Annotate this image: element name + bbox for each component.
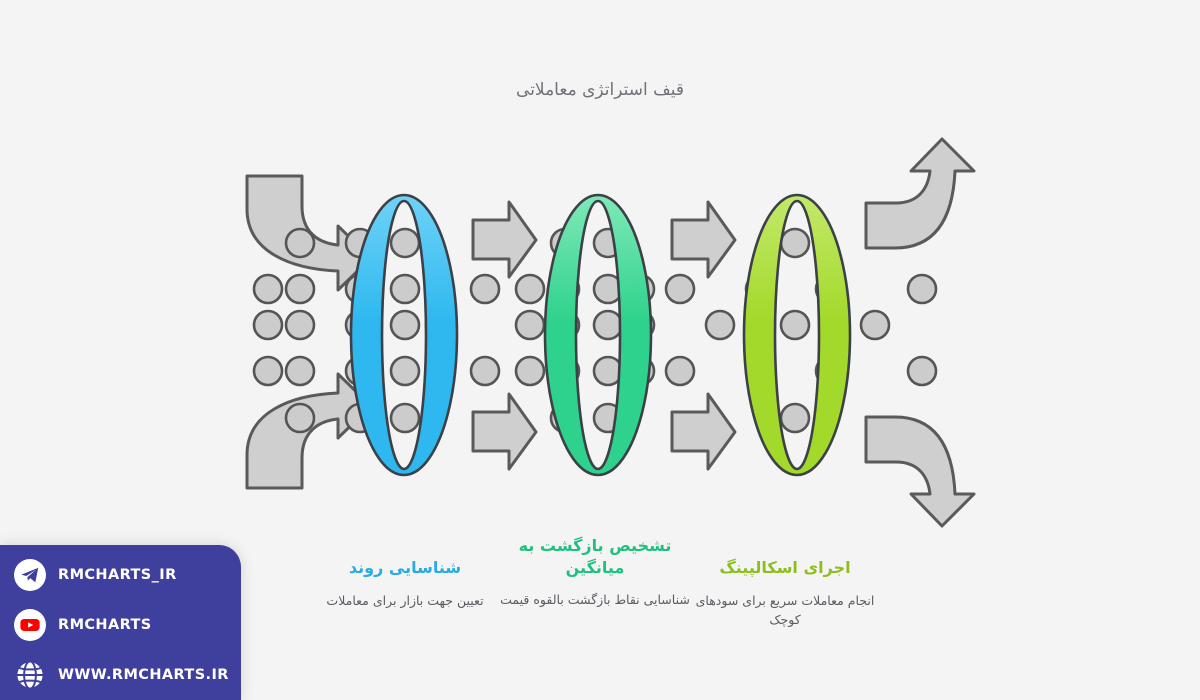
- arrow-between-2-bottom-icon: [670, 392, 737, 471]
- brand-label-telegram: RMCHARTS_IR: [58, 567, 177, 583]
- brand-label-youtube: RMCHARTS: [58, 617, 152, 633]
- particle-dot: [664, 273, 696, 305]
- arrow-between-2-top-icon: [670, 200, 737, 279]
- particle-dot: [252, 309, 284, 341]
- particle-dot: [389, 273, 421, 305]
- brand-label-website: WWW.RMCHARTS.IR: [58, 667, 229, 683]
- particle-dot: [389, 227, 421, 259]
- particle-dot: [664, 355, 696, 387]
- particle-dot: [704, 309, 736, 341]
- particle-dot: [389, 309, 421, 341]
- stage-title-scalping: اجرای اسکالپینگ: [719, 558, 851, 577]
- particle-dot: [906, 355, 938, 387]
- arrow-between-1-bottom-icon: [471, 392, 538, 471]
- particle-dot: [469, 355, 501, 387]
- arrow-out-top-icon: [864, 137, 976, 250]
- particle-dot: [469, 273, 501, 305]
- particle-dot: [284, 227, 316, 259]
- particle-dot: [284, 309, 316, 341]
- stage-label-scalping: اجرای اسکالپینگ انجام معاملات سریع برای …: [680, 557, 890, 629]
- particle-dot: [252, 273, 284, 305]
- brand-row-telegram[interactable]: RMCHARTS_IR: [14, 557, 177, 593]
- particle-dot: [389, 402, 421, 434]
- stage-desc-scalping: انجام معاملات سریع برای سودهای کوچک: [695, 592, 875, 627]
- page-title: قیف استراتژی معاملاتی: [516, 80, 684, 100]
- filter-ring-mean-reversion: [543, 193, 653, 477]
- stage-label-mean-reversion: تشخیص بازگشت به میانگین شناسایی نقاط باز…: [490, 535, 700, 610]
- particle-dot: [514, 273, 546, 305]
- particle-dot: [779, 309, 811, 341]
- particle-dot: [592, 309, 624, 341]
- telegram-icon: [14, 559, 46, 591]
- youtube-icon: [14, 609, 46, 641]
- stage-desc-trend: تعیین جهت بازار برای معاملات: [326, 592, 484, 608]
- particle-dot: [906, 273, 938, 305]
- brand-panel: RMCHARTS_IR RMCHARTS: [0, 545, 241, 700]
- ring-band: [349, 193, 459, 477]
- stage-title-mean-reversion: تشخیص بازگشت به میانگین: [518, 536, 672, 577]
- globe-icon: [14, 659, 46, 691]
- stage-label-group: شناسایی روند تعیین جهت بازار برای معاملا…: [0, 535, 1200, 655]
- stage-desc-mean-reversion: شناسایی نقاط بازگشت بالقوه قیمت: [500, 592, 690, 608]
- particle-dot: [284, 273, 316, 305]
- arrow-between-1-top-icon: [471, 200, 538, 279]
- particle-dot: [252, 355, 284, 387]
- particle-dot: [514, 309, 546, 341]
- particle-dot: [859, 309, 891, 341]
- brand-row-youtube[interactable]: RMCHARTS: [14, 607, 152, 643]
- particle-dot: [284, 402, 316, 434]
- arrow-out-bottom-icon: [864, 415, 976, 528]
- particle-dot: [779, 227, 811, 259]
- ring-band: [543, 193, 653, 477]
- stage-title-trend: شناسایی روند: [348, 558, 462, 577]
- ring-band: [742, 193, 852, 477]
- arrow-in-bottom-icon: [245, 372, 373, 490]
- particle-dot: [514, 355, 546, 387]
- particle-dot: [779, 402, 811, 434]
- filter-ring-scalping: [742, 193, 852, 477]
- stage-label-trend: شناسایی روند تعیین جهت بازار برای معاملا…: [300, 557, 510, 610]
- particle-dot: [284, 355, 316, 387]
- filter-rings: [349, 193, 852, 477]
- brand-row-website[interactable]: WWW.RMCHARTS.IR: [14, 657, 229, 693]
- filter-ring-trend: [349, 193, 459, 477]
- particle-dot: [389, 355, 421, 387]
